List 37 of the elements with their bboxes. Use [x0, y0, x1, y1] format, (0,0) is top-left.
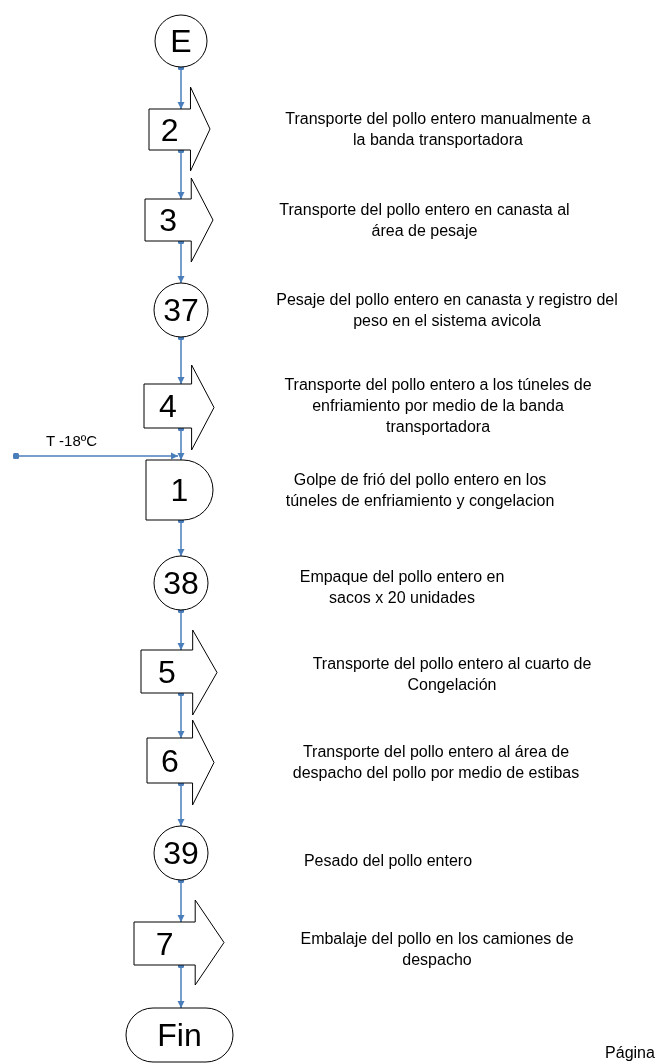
page-label: Página [604, 1043, 656, 1063]
step-number: Fin [156, 1016, 203, 1055]
step-number: 37 [162, 291, 200, 330]
step-number: 2 [159, 110, 180, 150]
step-description: Transporte del pollo entero al área de despacho del pollo por medio de estibas [291, 742, 581, 783]
transport-symbol [145, 178, 213, 262]
step-description: Transporte del pollo entero al cuarto de Congelación [311, 654, 593, 695]
transport-symbol [149, 87, 210, 171]
step-number: 1 [169, 471, 190, 510]
step-description: Transporte del pollo entero manualmente a la banda transportadora [284, 109, 592, 150]
step-description: Pesaje del pollo entero en canasta y registro del peso en el sistema avicola [275, 290, 619, 331]
operation-circle [155, 15, 207, 67]
step-number: 39 [162, 834, 200, 873]
step-number: 3 [158, 201, 178, 240]
transport-symbol [144, 365, 214, 450]
step-number: 6 [159, 741, 180, 781]
step-description: Pesado del pollo entero [302, 851, 474, 871]
transport-symbol [134, 900, 224, 985]
flow-arrow [12, 452, 179, 460]
transport-symbol [141, 630, 217, 715]
step-description: Transporte del pollo entero en canasta al área de pesaje [278, 200, 571, 241]
operation-circle [154, 826, 208, 880]
transport-symbol [147, 720, 214, 805]
delay-symbol [146, 460, 213, 520]
step-number: 7 [154, 924, 175, 964]
terminal-symbol [126, 1008, 233, 1062]
step-number: E [169, 22, 193, 61]
edge-label: T -18ºC [44, 432, 100, 449]
step-description: Transporte del pollo entero a los túneles de enfriamiento por medio de la banda transportadora [283, 375, 593, 437]
step-number: 4 [157, 387, 178, 426]
step-description: Empaque del pollo entero en sacos x 20 unidades [298, 567, 506, 608]
operation-circle [154, 556, 208, 610]
step-description: Embalaje del pollo en los camiones de despacho [299, 929, 575, 970]
operation-circle [154, 283, 208, 337]
step-number: 38 [162, 564, 200, 603]
step-description: Golpe de frió del pollo entero en los túneles de enfriamiento y congelacion [284, 470, 556, 511]
step-number: 5 [156, 652, 177, 692]
